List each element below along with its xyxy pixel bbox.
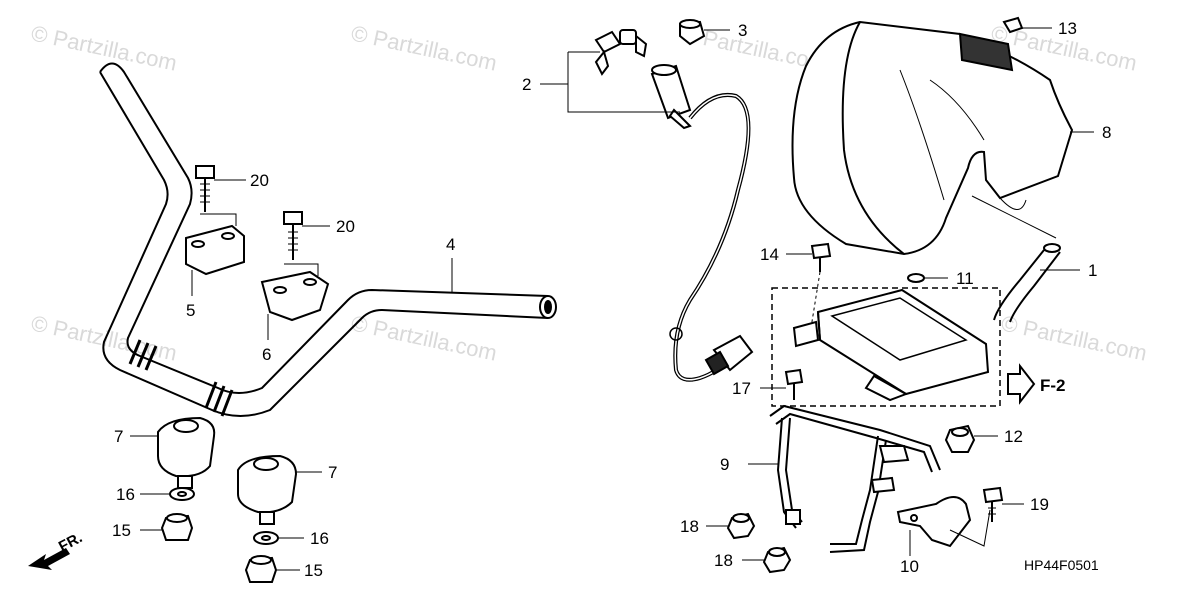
callout-16-b: 16	[310, 529, 329, 548]
screw-14[interactable]	[810, 242, 832, 272]
upper-holder-6[interactable]	[260, 270, 330, 322]
callout-9: 9	[720, 455, 729, 474]
bolt-20-b[interactable]	[283, 211, 303, 260]
watermark-text: © Partzilla.com	[349, 310, 499, 365]
callout-1: 1	[1088, 261, 1097, 280]
callout-10: 10	[900, 557, 919, 576]
callout-20-a: 20	[250, 171, 269, 190]
nut-18-b[interactable]	[762, 546, 792, 574]
bolt-20-a[interactable]	[195, 165, 215, 212]
callout-6: 6	[262, 345, 271, 364]
callout-20-b: 20	[336, 217, 355, 236]
callout-11: 11	[956, 269, 974, 288]
lower-holder-7-a[interactable]	[157, 416, 216, 489]
upper-holder-5[interactable]	[185, 224, 245, 276]
callout-18-a: 18	[680, 517, 699, 536]
washer-16-b[interactable]	[253, 531, 279, 545]
handlebar[interactable]	[99, 62, 557, 417]
bolt-17[interactable]	[784, 368, 804, 400]
bracket-9[interactable]	[769, 404, 941, 553]
nut-15-b[interactable]	[244, 555, 278, 583]
callout-5: 5	[186, 301, 195, 320]
callout-3: 3	[738, 21, 747, 40]
callout-4: 4	[446, 235, 455, 254]
watermark-text: © Partzilla.com	[29, 310, 179, 365]
watermark-text: © Partzilla.com	[999, 310, 1149, 365]
watermark-text: © Partzilla.com	[349, 20, 499, 75]
callout-16-a: 16	[116, 485, 135, 504]
front-cover-8[interactable]	[791, 20, 1074, 256]
ignition-key[interactable]	[594, 29, 648, 76]
lower-holder-7-b[interactable]	[237, 454, 298, 525]
callout-14: 14	[760, 245, 779, 264]
callout-7-a: 7	[114, 427, 123, 446]
ignition-cap-3[interactable]	[679, 19, 706, 46]
diagram-code: HP44F0501	[1024, 557, 1099, 573]
breather-hose-1[interactable]	[993, 243, 1061, 323]
callout-15-a: 15	[112, 521, 131, 540]
washer-16-a[interactable]	[169, 487, 195, 501]
bracket-10[interactable]	[896, 496, 972, 548]
connector-plug[interactable]	[704, 334, 754, 376]
front-direction-arrow: FR.	[28, 529, 85, 570]
callout-7-b: 7	[328, 463, 337, 482]
bolt-19[interactable]	[982, 486, 1004, 522]
callout-13: 13	[1058, 19, 1077, 38]
callout-15-b: 15	[304, 561, 323, 580]
callout-19: 19	[1030, 495, 1049, 514]
reference-label: F-2	[1040, 376, 1066, 395]
ignition-switch[interactable]	[650, 64, 692, 130]
callout-18-b: 18	[714, 551, 733, 570]
callout-17: 17	[732, 379, 751, 398]
callout-8: 8	[1102, 123, 1111, 142]
callout-12: 12	[1004, 427, 1023, 446]
nut-18-a[interactable]	[726, 512, 756, 540]
callout-2: 2	[522, 75, 531, 94]
grommet-11[interactable]	[907, 273, 925, 283]
control-unit[interactable]	[792, 288, 990, 402]
nut-12[interactable]	[944, 424, 976, 453]
control-unit-frame	[771, 287, 1001, 407]
callout-labels: 1 2 3 4 5 6 7 7 8 9 10 11 12 13 14 15 15…	[112, 19, 1111, 580]
reference-arrow: F-2	[1007, 363, 1066, 405]
nut-15-a[interactable]	[160, 513, 194, 541]
